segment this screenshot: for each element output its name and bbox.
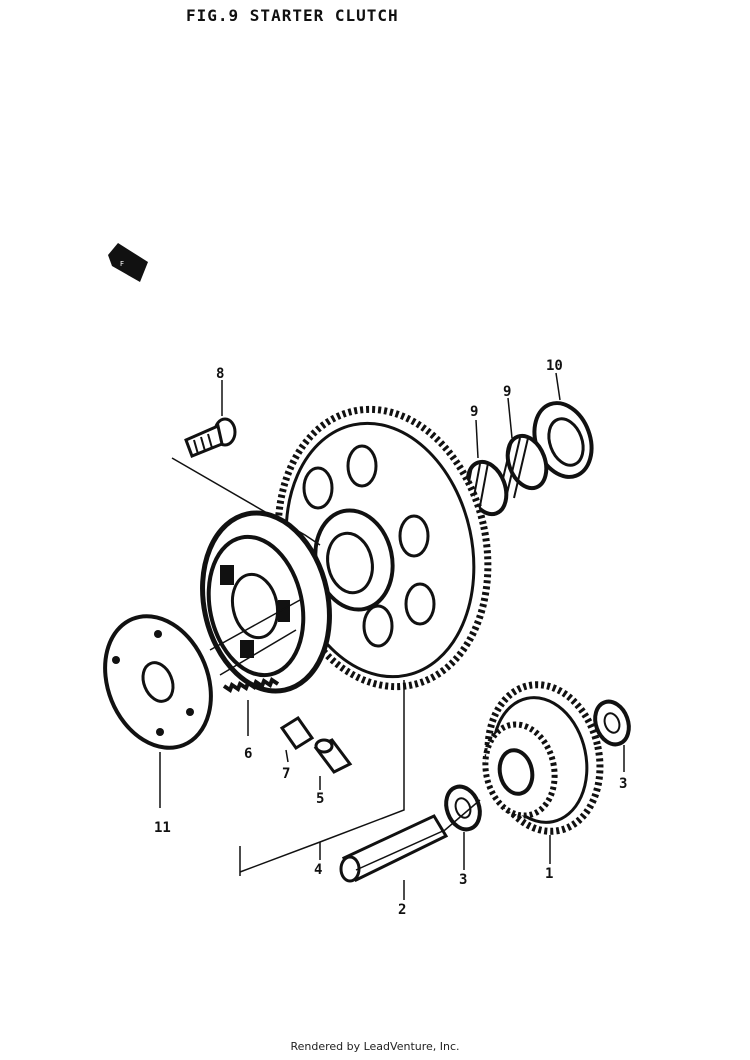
callout-3-right: 3 [619,776,627,792]
svg-text:F: F [120,260,124,268]
leader-lines [159,372,625,900]
part-8-bolt [184,417,237,458]
callout-9-left: 9 [470,404,478,420]
part-11-plate [103,614,213,750]
part-6-spring [222,676,280,694]
part-3-washer-left [444,784,482,832]
callout-10: 10 [546,358,563,374]
clutch-housing [200,510,332,694]
callout-8: 8 [216,366,224,382]
callout-7: 7 [282,766,290,782]
callout-2: 2 [398,902,406,918]
callout-9-right: 9 [503,384,511,400]
callout-6: 6 [244,746,252,762]
part-4-driven-gear [274,405,492,691]
part-9-bearing-a [497,433,549,501]
callout-11: 11 [154,820,171,836]
footer-credit: Rendered by LeadVenture, Inc. [290,1040,460,1053]
part-10-washer [532,401,594,479]
callout-1: 1 [545,866,553,882]
part-3-washer-right [593,699,631,747]
part-1-idle-gear [482,681,604,835]
callout-3-left: 3 [459,872,467,888]
callout-4: 4 [314,862,322,878]
part-7-pin [279,715,315,751]
part-5-roller [313,738,353,774]
part-2-shaft [339,814,449,883]
callout-5: 5 [316,791,324,807]
front-arrow-icon: F [108,243,148,282]
figure-title: FIG.9 STARTER CLUTCH [186,6,399,25]
